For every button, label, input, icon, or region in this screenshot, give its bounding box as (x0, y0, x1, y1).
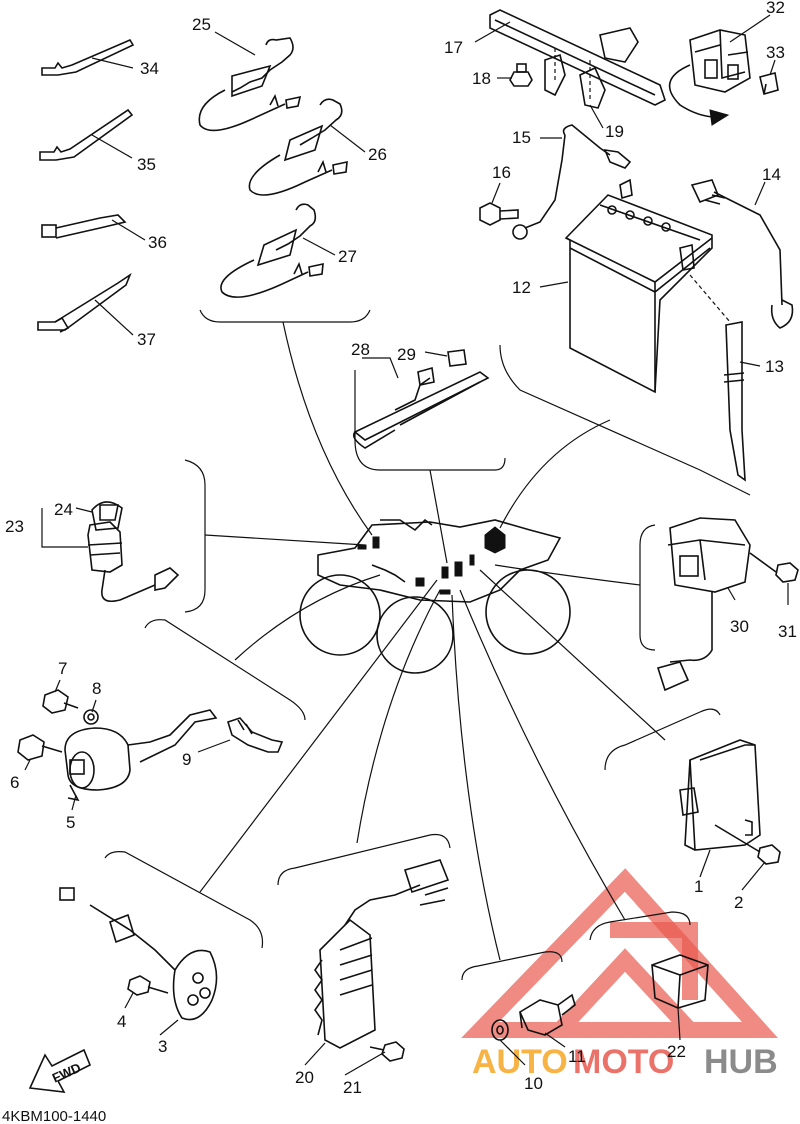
label-23: 23 (5, 517, 24, 536)
label-15: 15 (512, 128, 531, 147)
part-8-washer (83, 709, 99, 725)
label-6: 6 (10, 773, 19, 792)
watermark: AUTO MOTO HUB (461, 868, 778, 1081)
label-25: 25 (192, 15, 211, 34)
label-11: 11 (568, 1047, 586, 1066)
label-10: 10 (524, 1074, 543, 1093)
label-18: 18 (472, 69, 491, 88)
part-6-bolt (17, 734, 63, 761)
leader-lines (24, 14, 789, 1076)
label-36: 36 (148, 233, 167, 252)
part-27-lead-wire (220, 203, 324, 298)
callout-lines (104, 309, 751, 981)
part-12-battery (564, 178, 713, 394)
label-30: 30 (730, 617, 749, 636)
watermark-text-hub: HUB (704, 1043, 778, 1081)
part-20-rectifier (314, 859, 450, 1049)
part-22-relay (651, 954, 709, 1009)
label-2: 2 (734, 893, 743, 912)
label-37: 37 (137, 330, 156, 349)
label-24: 24 (54, 500, 73, 519)
part-37-sensor (37, 272, 132, 333)
part-1-cdi-unit (679, 739, 761, 851)
diagram-code: 4KBM100-1440 (2, 1108, 106, 1124)
label-35: 35 (137, 155, 156, 174)
watermark-text-auto: AUTO (472, 1043, 568, 1081)
label-26: 26 (368, 145, 387, 164)
label-32: 32 (766, 0, 785, 17)
part-31-screw (749, 552, 799, 583)
part-7-bolt (42, 689, 79, 714)
part-5-ignition-coil (64, 709, 218, 802)
part-13-breather-hose (689, 274, 746, 482)
label-17: 17 (444, 38, 463, 57)
label-13: 13 (765, 357, 784, 376)
part-28-wire-harness (352, 371, 490, 449)
watermark-inner-mark (610, 922, 698, 1000)
label-4: 4 (117, 1012, 126, 1031)
part-36-band (41, 214, 127, 239)
label-21: 21 (343, 1078, 362, 1097)
fwd-label: FWD (50, 1060, 83, 1086)
label-7: 7 (58, 659, 67, 678)
watermark-text-moto: MOTO (573, 1043, 674, 1081)
part-4-bolt (127, 975, 169, 996)
label-5: 5 (66, 813, 75, 832)
label-16: 16 (492, 163, 511, 182)
part-14-battery-lead (690, 179, 794, 329)
fwd-arrow: FWD (28, 1048, 92, 1093)
label-34: 34 (140, 59, 159, 78)
part-2-screw (714, 824, 781, 865)
label-27: 27 (338, 247, 357, 266)
part-23-main-switch (87, 521, 180, 603)
part-34-cable-tie (41, 38, 135, 76)
part-33-connector (759, 72, 779, 95)
label-1: 1 (694, 877, 703, 896)
part-17-bracket (489, 9, 666, 109)
part-16-bolt (479, 202, 519, 226)
part-number-labels: 34 35 36 37 25 26 27 17 18 19 32 33 15 1… (5, 0, 797, 1097)
label-19: 19 (605, 122, 624, 141)
part-18-nut (509, 63, 533, 87)
part-9-plug-cap (227, 717, 284, 753)
label-28: 28 (351, 340, 370, 359)
part-3-pickup-coil (59, 887, 218, 1021)
part-32-relay (668, 29, 751, 126)
part-24-key (91, 501, 123, 531)
label-9: 9 (182, 750, 191, 769)
part-30-regulator (656, 517, 751, 692)
label-29: 29 (397, 345, 416, 364)
part-29-coupler (417, 349, 467, 386)
part-25-lead-wire (198, 37, 302, 132)
label-3: 3 (158, 1037, 167, 1056)
part-15-battery-cable (512, 124, 632, 240)
label-31: 31 (778, 622, 797, 641)
label-20: 20 (295, 1068, 314, 1087)
label-14: 14 (762, 165, 781, 184)
part-26-lead-wire (248, 98, 348, 196)
label-8: 8 (92, 679, 101, 698)
label-12: 12 (512, 278, 531, 297)
part-11-thermo-switch (518, 993, 576, 1036)
part-35-cable-tie (39, 108, 134, 161)
label-33: 33 (766, 43, 785, 62)
watermark-triangle-mark (461, 868, 778, 1038)
label-22: 22 (667, 1042, 686, 1061)
